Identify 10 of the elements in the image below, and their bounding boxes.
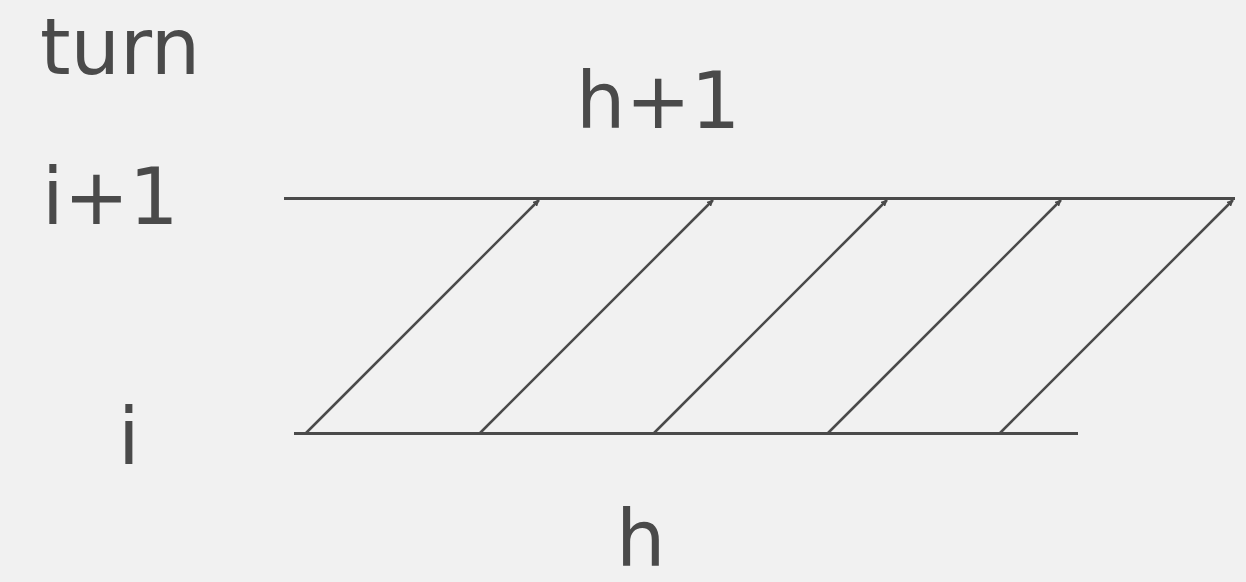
arrow <box>479 199 714 434</box>
row-label: h <box>616 500 666 578</box>
row-label: i+1 <box>42 158 179 236</box>
row-label: turn <box>40 8 201 86</box>
row-label: h+1 <box>576 62 741 140</box>
row-label: i <box>118 398 140 476</box>
arrow <box>305 199 540 434</box>
arrow <box>999 199 1234 434</box>
arrow <box>827 199 1062 434</box>
arrow <box>653 199 888 434</box>
